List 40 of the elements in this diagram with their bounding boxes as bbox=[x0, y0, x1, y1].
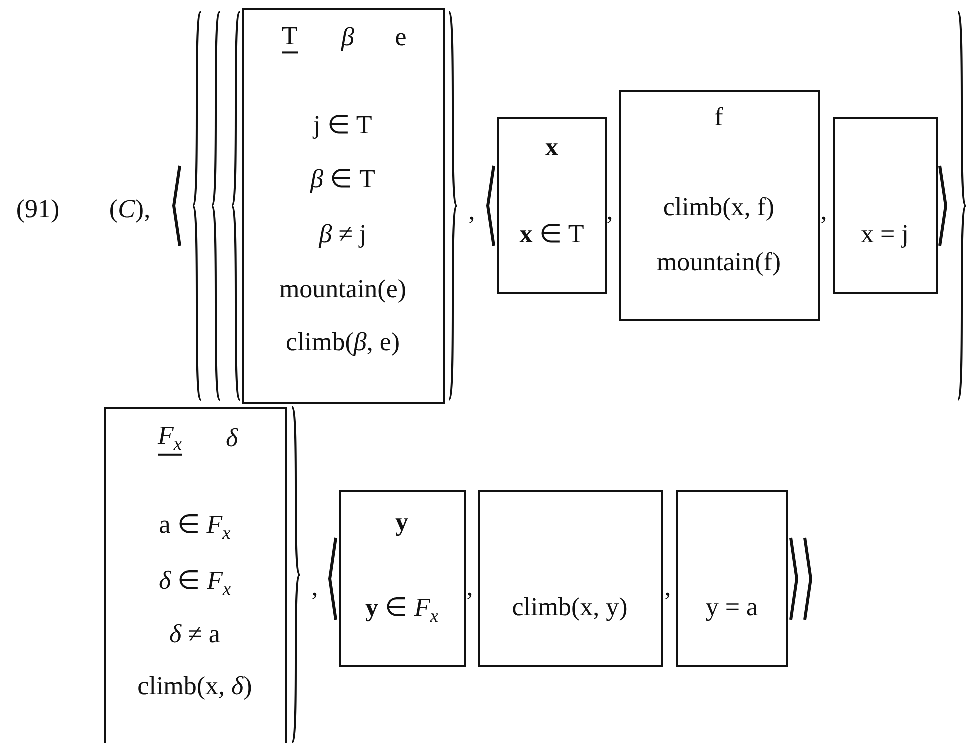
formula-text: e bbox=[395, 24, 407, 52]
formula-text: , bbox=[606, 198, 614, 226]
formula-text: y bbox=[396, 508, 408, 538]
formula-text: , bbox=[466, 574, 474, 602]
formula-text: y = a bbox=[706, 594, 758, 622]
formula-text: x = j bbox=[861, 220, 909, 250]
formula-text: climb(x, f) bbox=[663, 194, 775, 222]
formula-text: climb(β, e) bbox=[286, 328, 400, 358]
formula-text: x bbox=[546, 134, 558, 162]
formula-text: climb(x, y) bbox=[512, 594, 628, 622]
drs-box bbox=[676, 490, 788, 667]
formula-text: T bbox=[282, 22, 298, 54]
formula-text: δ ≠ a bbox=[170, 620, 220, 650]
formula-text: , bbox=[468, 198, 476, 226]
formula-text: f bbox=[714, 104, 724, 132]
drs-box bbox=[339, 490, 466, 667]
drs-box bbox=[497, 117, 607, 294]
drs-box bbox=[619, 90, 820, 321]
formula-text: β ≠ j bbox=[319, 220, 367, 250]
formula-text: j ∈ T bbox=[314, 112, 372, 140]
formula-text: , bbox=[664, 574, 672, 602]
drs-box bbox=[104, 407, 287, 743]
formula-text: a ∈ F$_{x}$ bbox=[159, 510, 231, 544]
formula-text: , bbox=[820, 198, 828, 226]
formula-text: mountain(f) bbox=[656, 248, 782, 278]
formula-text: y ∈ F$_{x}$ bbox=[366, 594, 438, 626]
formula-text: δ ∈ F$_{x}$ bbox=[158, 566, 232, 600]
formula-text: (91) bbox=[16, 196, 60, 224]
formula-text: δ bbox=[226, 424, 238, 454]
formula-text: F$_{x}$ bbox=[158, 422, 182, 456]
formula-text: mountain(e) bbox=[279, 276, 407, 304]
drs-box bbox=[478, 490, 663, 667]
drs-box bbox=[242, 8, 445, 404]
formula-text: β bbox=[342, 24, 354, 52]
formula-text: β ∈ T bbox=[310, 166, 376, 194]
formula-text: (C), bbox=[109, 196, 151, 224]
formula-text: , bbox=[312, 574, 318, 602]
formula-text: climb(x, δ) bbox=[138, 672, 252, 702]
drs-box bbox=[833, 117, 938, 294]
formula-text: x ∈ T bbox=[520, 220, 584, 250]
